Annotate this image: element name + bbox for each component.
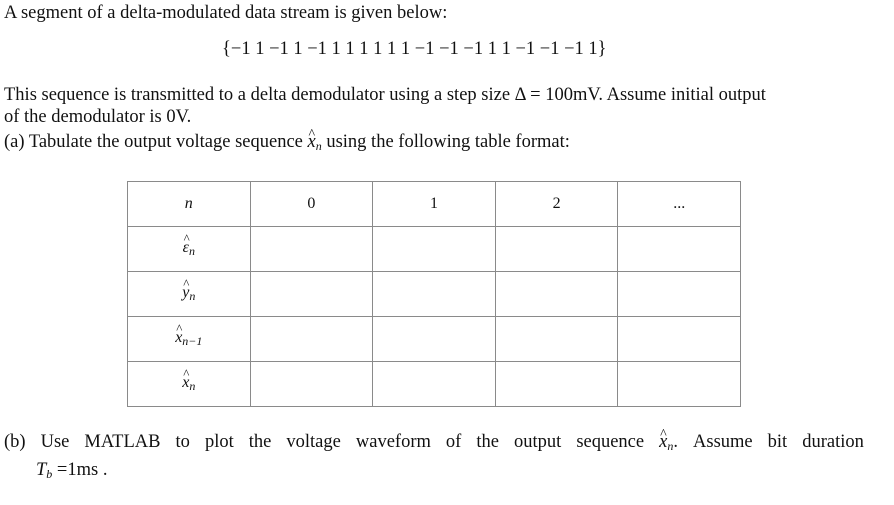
bit-duration-text: Tb =1ms . [36, 459, 107, 485]
table-header-row: n 0 1 2 ... [127, 181, 741, 227]
part-b-word: voltage [286, 432, 341, 452]
part-a-suffix: using the following table format: [326, 132, 570, 152]
part-b-word: (b) [4, 432, 26, 452]
table-cell [494, 226, 619, 272]
part-b-word: to [175, 432, 190, 452]
part-b-word: sequence [576, 432, 645, 452]
step-size-paragraph-line2: of the demodulator is 0V. [4, 107, 192, 127]
table-column-header: 1 [372, 181, 496, 227]
part-b-word: the [476, 432, 499, 452]
bit-duration-variable: Tb [36, 460, 53, 481]
part-b-word: Use [40, 432, 70, 452]
output-table: n 0 1 2 ... ^εn ^yn ^xn−1 ^xn [127, 181, 741, 407]
table-cell [249, 271, 374, 317]
part-b-variable: ^xn. [659, 427, 678, 453]
part-b-word: plot [204, 432, 234, 452]
table-cell [494, 271, 619, 317]
table-column-header: ... [617, 181, 741, 227]
step-size-paragraph-line1: This sequence is transmitted to a delta … [4, 85, 766, 105]
table-cell [494, 361, 619, 407]
part-b-word: of [445, 432, 462, 452]
table-row-label: ^xn−1 [127, 316, 251, 362]
table-row: ^xn−1 [127, 316, 741, 362]
table-cell [249, 226, 374, 272]
bit-duration-value: =1ms . [52, 460, 108, 480]
table-row: ^xn [127, 361, 741, 407]
table-cell [617, 316, 741, 362]
table-cell [617, 226, 741, 272]
part-b-word: bit [767, 432, 788, 452]
table-cell [249, 361, 374, 407]
part-a-text: (a) Tabulate the output voltage sequence… [4, 127, 570, 157]
table-row-label: ^xn [127, 361, 251, 407]
intro-text: A segment of a delta-modulated data stre… [4, 3, 448, 23]
part-b-word: Assume [693, 432, 753, 452]
table-cell [617, 271, 741, 317]
table-row: ^yn [127, 271, 741, 317]
table-cell [249, 316, 374, 362]
table-row-label: ^yn [127, 271, 251, 317]
table-cell [372, 226, 496, 272]
part-b-word: MATLAB [84, 432, 161, 452]
table-cell [372, 316, 496, 362]
part-b-word: output [514, 432, 562, 452]
part-a-prefix: (a) Tabulate the output voltage sequence [4, 132, 303, 152]
part-b-word: the [248, 432, 272, 452]
part-b-word: waveform [355, 432, 431, 452]
table-column-header: 2 [494, 181, 619, 227]
table-header-label: n [127, 181, 251, 227]
table-column-header: 0 [249, 181, 374, 227]
part-b-word: duration [802, 432, 864, 452]
table-cell [372, 361, 496, 407]
part-a-variable: ^xn [307, 127, 322, 153]
data-stream: {−1 1 −1 1 −1 1 1 1 1 1 1 −1 −1 −1 1 1 −… [222, 39, 607, 59]
table-row-label: ^εn [127, 226, 251, 272]
table-cell [494, 316, 619, 362]
table-row: ^εn [127, 226, 741, 272]
part-b-text: (b) Use MATLAB to plot the voltage wavef… [4, 427, 864, 457]
table-cell [617, 361, 741, 407]
table-cell [372, 271, 496, 317]
